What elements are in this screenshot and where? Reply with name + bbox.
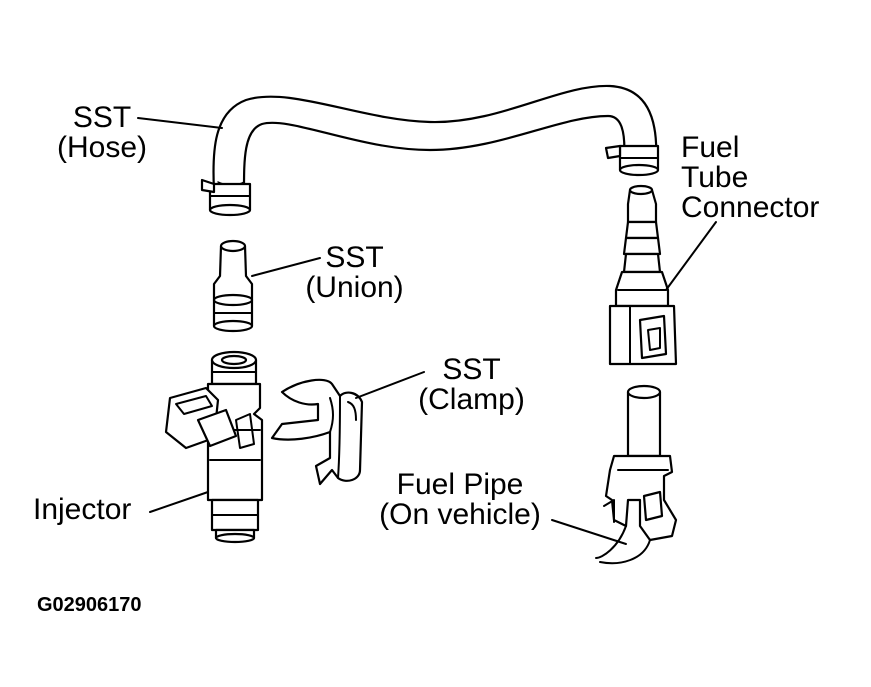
label-fuel-pipe: Fuel Pipe (On vehicle): [368, 470, 552, 530]
leader-fuel-pipe: [551, 519, 627, 545]
injector-part: [164, 350, 264, 544]
leader-lines: [137, 117, 717, 545]
label-sst-hose-line2: (Hose): [56, 131, 147, 164]
sst-hose: [200, 84, 660, 217]
label-fuel-tube-connector-line1: Fuel: [681, 131, 740, 164]
label-sst-union-line2: (Union): [305, 271, 404, 304]
leader-sst-hose: [137, 117, 223, 129]
label-fuel-tube-connector-line2: Tube: [681, 161, 749, 194]
label-sst-clamp-line1: SST: [442, 353, 501, 386]
label-fuel-pipe-line1: Fuel Pipe: [396, 468, 524, 501]
label-sst-union: SST (Union): [297, 243, 412, 303]
label-sst-clamp-line2: (Clamp): [418, 383, 525, 416]
fuel-pipe-part: [595, 384, 678, 565]
label-sst-hose-line1: SST: [72, 101, 132, 134]
label-sst-clamp: SST (Clamp): [409, 355, 534, 415]
sst-clamp: [270, 378, 364, 486]
leader-fuel-tube-connector: [665, 221, 717, 291]
fuel-tube-connector-part: [608, 184, 678, 366]
leader-sst-union: [251, 257, 321, 277]
label-injector: Injector: [33, 493, 132, 526]
leader-sst-clamp: [355, 371, 425, 399]
label-fuel-tube-connector: Fuel Tube Connector: [681, 133, 819, 223]
label-sst-hose: SST (Hose): [52, 103, 152, 163]
sst-union: [212, 239, 254, 333]
label-fuel-pipe-line2: (On vehicle): [379, 498, 541, 531]
label-fuel-tube-connector-line3: Connector: [681, 191, 820, 224]
leader-injector: [149, 491, 209, 513]
figure-id: G02906170: [37, 594, 142, 616]
label-sst-union-line1: SST: [325, 241, 384, 274]
